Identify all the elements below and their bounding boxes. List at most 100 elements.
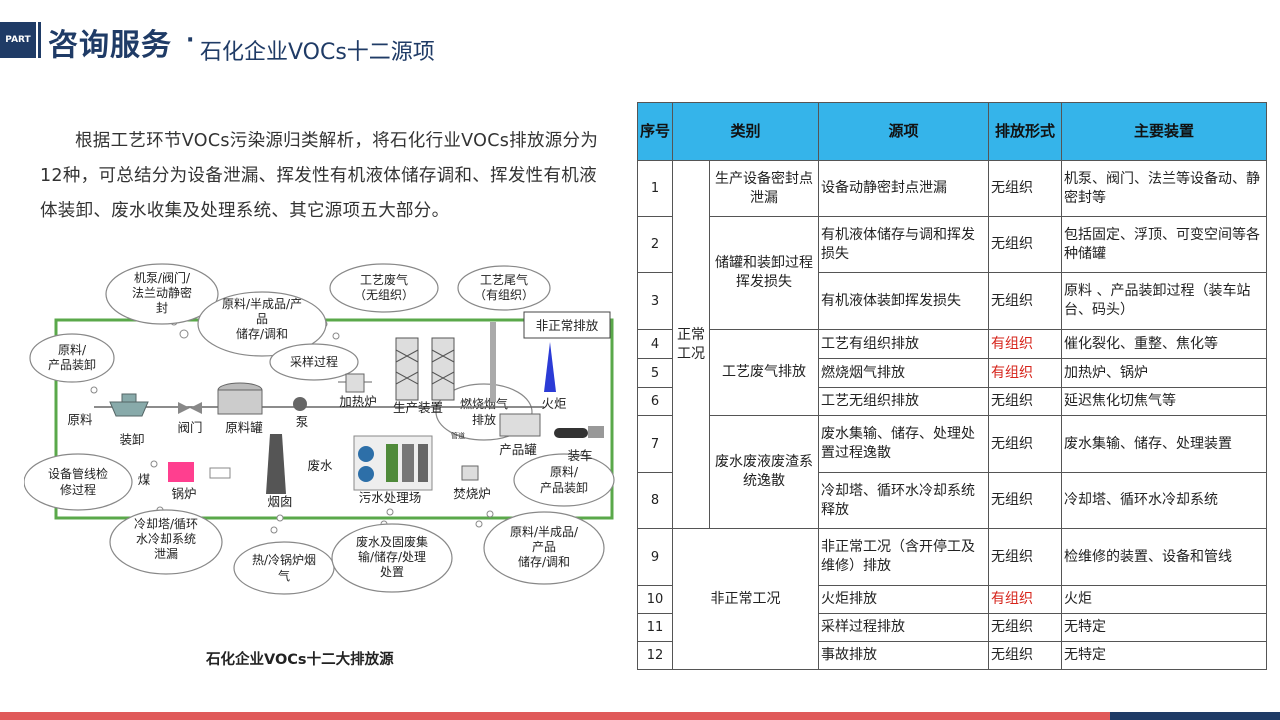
cloud-text: 产品装卸 xyxy=(540,480,588,495)
table-header-row: 序号 类别 源项 排放形式 主要装置 xyxy=(637,102,1268,161)
stack-icon xyxy=(490,322,496,402)
cloud-text: 法兰动静密 xyxy=(132,285,192,300)
cell-no: 4 xyxy=(637,329,673,359)
table-row: 7 废水废液废渣系统逸散 废水集输、储存、处理处置过程逸散 无组织 废水集输、储… xyxy=(637,415,1268,529)
cloud-text: 泄漏 xyxy=(154,547,178,561)
cloud-text: 产品装卸 xyxy=(48,357,96,372)
cell-form: 无组织 xyxy=(988,472,1063,529)
th-form: 排放形式 xyxy=(988,102,1063,161)
cell-no: 2 xyxy=(637,216,673,273)
label-tank: 原料罐 xyxy=(225,420,263,435)
cloud-text: 修过程 xyxy=(60,482,96,497)
cell-no: 10 xyxy=(637,585,673,614)
cloud-boiler-gas xyxy=(233,541,335,595)
cell-form: 无组织 xyxy=(988,160,1063,217)
label-pipe: 管道 xyxy=(451,431,465,440)
cloud-text: 工艺废气 xyxy=(360,272,408,287)
footer-bar-red xyxy=(0,712,1110,720)
label-unit: 生产装置 xyxy=(393,400,443,415)
table-row: 4 工艺废气排放 工艺有组织排放 有组织 催化裂化、重整、焦化等 xyxy=(637,329,1268,416)
cloud-text: 工艺尾气 xyxy=(480,272,528,287)
chimney-icon xyxy=(266,434,286,494)
header-divider xyxy=(38,22,41,58)
label-wastewater: 废水 xyxy=(307,458,333,473)
table-row: 11 采样过程排放 无组织 无特定 xyxy=(637,613,1268,642)
cell-equipment: 原料 、产品装卸过程（装车站台、码头） xyxy=(1061,272,1268,330)
sources-table: 序号 类别 源项 排放形式 主要装置 1 正常工况 生产设备密封点泄漏 设备动静… xyxy=(637,102,1268,670)
cloud-storage-1 xyxy=(197,291,327,357)
cell-category: 工艺废气排放 xyxy=(708,329,820,416)
cloud-text: 水冷却系统 xyxy=(136,532,196,546)
cell-source: 火炬排放 xyxy=(818,585,990,614)
cell-equipment: 废水集输、储存、处理装置 xyxy=(1061,415,1268,473)
table-row: 10 火炬排放 有组织 火炬 xyxy=(637,585,1268,614)
valve-icon xyxy=(178,402,202,414)
cell-no: 3 xyxy=(637,272,673,330)
cloud-text: 排放 xyxy=(472,412,496,427)
cloud-text: 原料/ xyxy=(58,343,87,357)
cell-equipment: 催化裂化、重整、焦化等 xyxy=(1061,329,1268,359)
cell-source: 非正常工况（含开停工及维修）排放 xyxy=(818,528,990,586)
cell-equipment: 检维修的装置、设备和管线 xyxy=(1061,528,1268,586)
cell-no: 7 xyxy=(637,415,673,473)
table-row: 8 冷却塔、循环水冷却系统释放 无组织 冷却塔、循环水冷却系统 xyxy=(637,472,1268,529)
cell-no: 5 xyxy=(637,358,673,388)
label-furnace: 加热炉 xyxy=(339,394,377,409)
cell-no: 12 xyxy=(637,641,673,670)
table-row: 3 有机液体装卸挥发损失 无组织 原料 、产品装卸过程（装车站台、码头） xyxy=(637,272,1268,330)
footer-bar-blue xyxy=(1110,712,1280,720)
cloud-text: 储存/调和 xyxy=(236,326,288,341)
cloud-text: 输/储存/处理 xyxy=(358,549,426,564)
cell-form: 无组织 xyxy=(988,387,1063,416)
label-boiler: 锅炉 xyxy=(171,486,196,501)
diagram-caption: 石化企业VOCs十二大排放源 xyxy=(206,652,394,668)
cell-source: 采样过程排放 xyxy=(818,613,990,642)
cloud-seal-leak xyxy=(105,263,219,325)
th-no: 序号 xyxy=(637,102,673,161)
cell-no: 1 xyxy=(637,160,673,217)
table-row: 12 事故排放 无组织 无特定 xyxy=(637,641,1268,670)
cloud-loading-1 xyxy=(29,333,115,383)
cell-source: 废水集输、储存、处理处置过程逸散 xyxy=(818,415,990,473)
cell-source: 有机液体储存与调和挥发损失 xyxy=(818,216,990,273)
cell-equipment: 机泵、阀门、法兰等设备动、静密封等 xyxy=(1061,160,1268,217)
table-row: 1 正常工况 生产设备密封点泄漏 设备动静密封点泄漏 无组织 机泵、阀门、法兰等… xyxy=(637,160,1268,529)
cell-source: 冷却塔、循环水冷却系统释放 xyxy=(818,472,990,529)
tank-icon xyxy=(217,382,263,415)
cell-form: 无组织 xyxy=(988,528,1063,586)
cloud-text: 封 xyxy=(156,301,168,315)
cloud-text: 废水及固废集 xyxy=(356,534,428,549)
cell-form: 无组织 xyxy=(988,216,1063,273)
cell-equipment: 延迟焦化切焦气等 xyxy=(1061,387,1268,416)
cloud-text: （无组织） xyxy=(354,288,414,302)
th-source: 源项 xyxy=(818,102,990,161)
cloud-text: 处置 xyxy=(380,565,404,579)
label-raw: 原料 xyxy=(67,412,93,427)
cloud-sampling xyxy=(269,343,359,381)
cell-no: 11 xyxy=(637,613,673,642)
cell-form: 有组织 xyxy=(988,329,1063,359)
pump-icon xyxy=(293,397,307,411)
label-chimney: 烟囱 xyxy=(267,494,292,509)
cloud-text: 储存/调和 xyxy=(518,554,570,569)
boiler-icon xyxy=(168,462,231,482)
emission-sources-diagram: 机泵/阀门/ 法兰动静密 封 原料/半成品/产 品 储存/调和 工艺废气 （无组… xyxy=(24,263,615,595)
cloud-text: 原料/ xyxy=(550,465,579,479)
incinerator-icon xyxy=(461,465,479,481)
title-dot: · xyxy=(186,28,195,53)
cloud-text: 原料/半成品/ xyxy=(510,525,579,539)
cloud-loading-2 xyxy=(513,453,615,507)
cell-form: 无组织 xyxy=(988,272,1063,330)
cloud-cooling xyxy=(109,509,223,575)
cloud-process-unorg xyxy=(329,263,439,313)
th-category: 类别 xyxy=(671,102,820,161)
group-abnormal: 非正常工况 xyxy=(671,528,820,670)
cell-category: 储罐和装卸过程挥发损失 xyxy=(708,216,820,330)
group-normal: 正常工况 xyxy=(672,160,710,529)
cell-source: 设备动静密封点泄漏 xyxy=(818,160,990,217)
truck-icon xyxy=(554,426,604,438)
product-tank-icon xyxy=(499,413,541,437)
page-subtitle: 石化企业VOCs十二源项 xyxy=(200,40,435,65)
cell-source: 事故排放 xyxy=(818,641,990,670)
cell-form: 无组织 xyxy=(988,641,1063,670)
